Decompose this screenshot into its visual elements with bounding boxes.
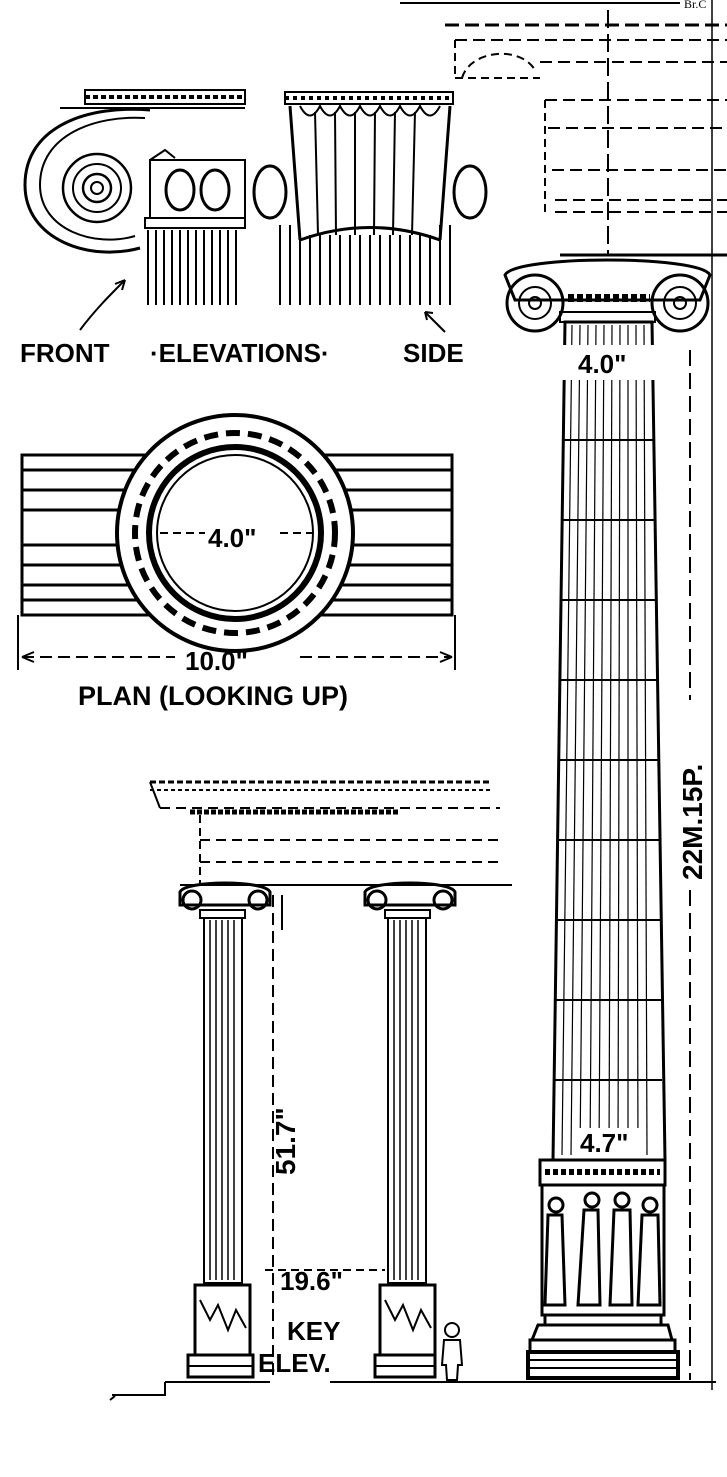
main-height-label: 22M.15P. — [677, 764, 708, 880]
key-column-left — [109, 881, 272, 1401]
side-elevation-capital — [252, 91, 488, 333]
human-figure-icon — [440, 1322, 464, 1381]
main-column-base — [510, 1158, 716, 1383]
top-edge: Br.C — [400, 0, 706, 11]
plan-view: 4.0" 10.0" — [17, 413, 456, 676]
front-elevation-capital — [23, 89, 246, 331]
main-column-capital — [503, 258, 712, 333]
key-column-right — [330, 881, 510, 1383]
key-label-line1: KEY — [287, 1316, 340, 1346]
elevations-title: ·ELEVATIONS· — [150, 338, 330, 368]
side-label: SIDE — [403, 338, 464, 368]
plan-title: PLAN (LOOKING UP) — [78, 681, 348, 711]
key-label-line2: ELEV. — [258, 1348, 331, 1378]
key-height-label: 51.7" — [270, 1107, 301, 1175]
relief-figures — [543, 1191, 662, 1307]
plan-width: 10.0" — [185, 646, 248, 676]
front-label: FRONT — [20, 338, 110, 368]
plan-diameter: 4.0" — [208, 523, 256, 553]
key-elevation-dimensions — [265, 895, 385, 1380]
corner-text: Br.C — [684, 0, 706, 11]
main-top-diameter: 4.0" — [578, 349, 626, 379]
main-column-height-dimension — [689, 0, 713, 1390]
main-bottom-diameter: 4.7" — [580, 1128, 628, 1158]
main-column-entablature — [445, 10, 727, 257]
main-column-shaft — [551, 320, 667, 1162]
key-base-label: 19.6" — [280, 1266, 343, 1296]
key-elevation-entablature — [149, 780, 512, 886]
